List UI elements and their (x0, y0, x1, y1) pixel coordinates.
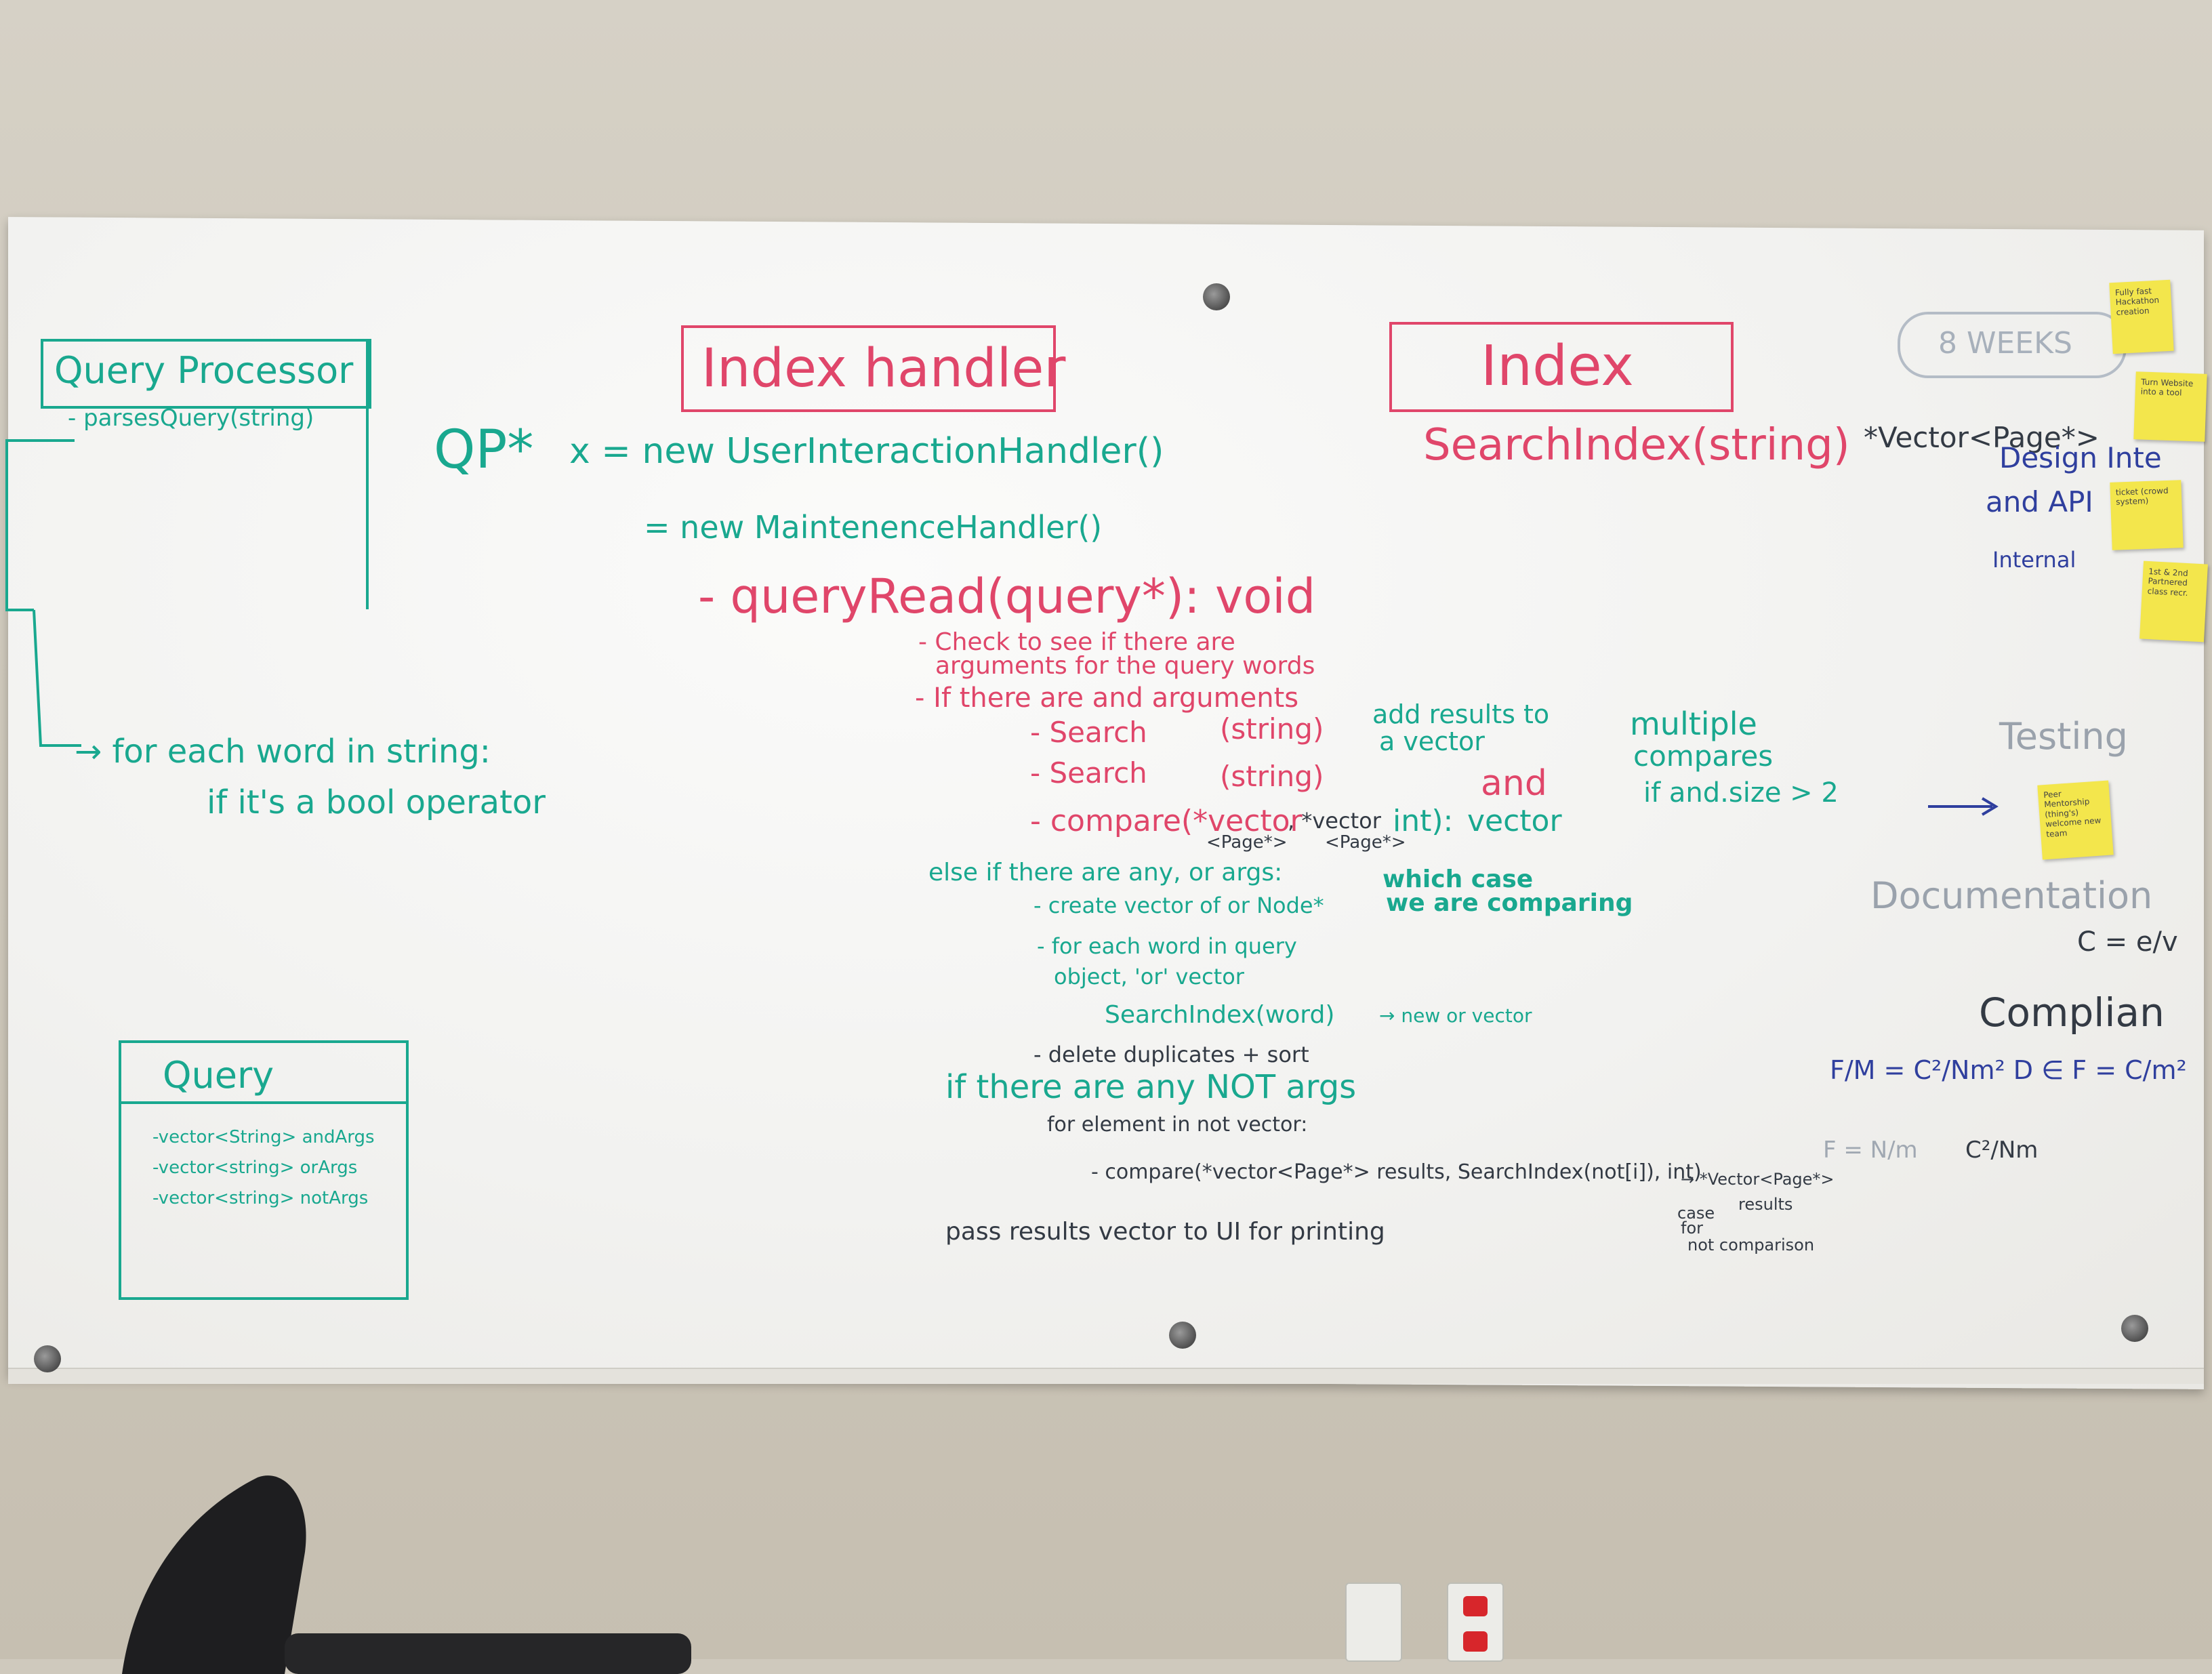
index-handler-title: Index handler (701, 338, 1066, 399)
a-vector: a vector (1379, 727, 1485, 756)
bracket-arrow (5, 439, 81, 747)
if-and-arguments: - If there are and arguments (915, 682, 1299, 714)
query-header-divider (119, 1101, 406, 1104)
parses-query-method: - parsesQuery(string) (68, 405, 314, 432)
compare-call: - compare(*vector (1030, 804, 1303, 838)
multiple-label: multiple (1630, 706, 1757, 742)
search-call-1: - Search (1030, 716, 1147, 749)
sticky-note: Turn Website into a tool (2133, 371, 2207, 442)
if-size-label: if and.size > 2 (1643, 777, 1839, 809)
blue-arrow (1928, 797, 1999, 816)
index-box (1389, 322, 1734, 412)
query-class-title: Query (163, 1054, 274, 1097)
vector-return: vector (1467, 804, 1562, 838)
query-field-or: -vector<string> orArgs (152, 1158, 358, 1178)
case-label: case (1677, 1204, 1715, 1223)
c-equals: C = e/v (2077, 926, 2178, 958)
query-processor-header (41, 339, 371, 409)
mount-screw (34, 1345, 61, 1372)
compliance-label: Complian (1979, 989, 2165, 1036)
check-args-line1: - Check to see if there are (918, 628, 1235, 656)
network-jack-plate (1345, 1583, 1402, 1662)
search-index-method: SearchIndex(string) (1423, 420, 1850, 470)
if-bool-operator: if it's a bool operator (207, 783, 546, 821)
for-element-not: for element in not vector: (1047, 1113, 1308, 1137)
else-if-or: else if there are any, or args: (928, 859, 1283, 886)
index-title: Index (1481, 334, 1634, 399)
mount-screw (1203, 283, 1230, 310)
charge-formula: C²/Nm (1965, 1137, 2039, 1164)
search-call-2: - Search (1030, 756, 1147, 790)
string-arg-2: (string) (1220, 760, 1324, 793)
sticky-note: ticket (crowd system) (2110, 480, 2184, 550)
maintenance-assignment: = new MaintenenceHandler() (644, 509, 1103, 546)
page-type-1: <Page*> (1206, 832, 1288, 853)
weeks-label: 8 WEEKS (1938, 326, 2072, 361)
documentation-label: Documentation (1870, 874, 2153, 917)
int-return: int): (1393, 804, 1454, 838)
query-field-and: -vector<String> andArgs (152, 1127, 375, 1147)
for-each-word: → for each word in string: (75, 733, 491, 771)
qp-pointer: QP* (434, 420, 534, 481)
user-interaction-assignment: x = new UserInteractionHandler() (569, 431, 1164, 472)
vector-page-arrow: → *Vector<Page*> (1681, 1170, 1835, 1189)
new-or-vector: → new or vector (1379, 1004, 1532, 1027)
create-vector: - create vector of or Node* (1033, 893, 1324, 918)
not-comparison: not comparison (1687, 1236, 1815, 1254)
coulomb-formula: F/M = C²/Nm² D ∈ F = C/m² (1830, 1055, 2187, 1085)
check-args-line2: arguments for the query words (935, 652, 1315, 680)
and-word: and (1481, 763, 1547, 804)
object-or-vector: object, 'or' vector (1054, 964, 1244, 989)
query-read-method: - queryRead(query*): void (698, 569, 1316, 624)
search-index-word: SearchIndex(word) (1105, 1001, 1335, 1029)
results-label: results (1738, 1195, 1793, 1214)
pass-results: pass results vector to UI for printing (945, 1218, 1385, 1246)
delete-duplicates: - delete duplicates + sort (1033, 1042, 1309, 1067)
testing-label: Testing (1999, 715, 2128, 758)
mount-screw (1169, 1322, 1196, 1349)
design-interface: Design Inte (1999, 441, 2162, 474)
sticky-note: Peer Mentorship (thing's) welcome new te… (2037, 780, 2114, 860)
compare-vector-2: , *vector (1288, 808, 1381, 834)
for-each-query-word: - for each word in query (1037, 933, 1297, 959)
and-api: and API (1986, 485, 2093, 518)
we-are-comparing: we are comparing (1386, 889, 1633, 917)
power-outlet (1447, 1583, 1504, 1662)
sticky-note: Fully fast Hackathon creation (2109, 279, 2174, 354)
add-results: add results to (1372, 699, 1550, 729)
compares-label: compares (1633, 739, 1774, 773)
compare-not-call: - compare(*vector<Page*> results, Search… (1091, 1160, 1702, 1184)
office-chair (122, 1475, 691, 1674)
mount-screw (2121, 1315, 2148, 1342)
query-field-not: -vector<string> notArgs (152, 1188, 369, 1208)
sticky-note: 1st & 2nd Partnered class recr. (2139, 560, 2208, 642)
whiteboard-tray (8, 1368, 2204, 1384)
internal-label: Internal (1992, 547, 2076, 573)
force-formula: F = N/m (1823, 1137, 1918, 1164)
index-handler-box (681, 325, 1056, 412)
if-not-args: if there are any NOT args (945, 1068, 1357, 1106)
which-case-label: which case (1382, 865, 1534, 893)
query-class-box (119, 1040, 409, 1300)
query-processor-title: Query Processor (54, 349, 354, 392)
page-type-2: <Page*> (1325, 832, 1406, 853)
for-label: for (1681, 1219, 1703, 1238)
vector-page-return: *Vector<Page*> (1864, 421, 2100, 454)
string-arg-1: (string) (1220, 712, 1324, 746)
